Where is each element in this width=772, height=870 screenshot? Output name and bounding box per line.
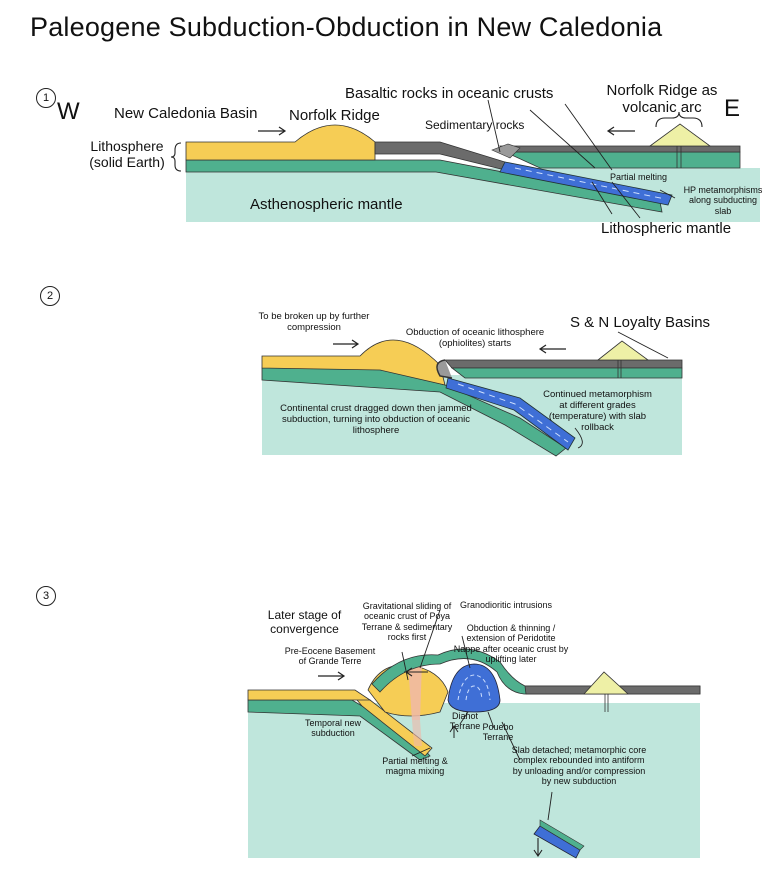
norfolk-ridge-label: Norfolk Ridge — [289, 107, 380, 124]
obduction-thinning-label: Obduction & thinning / extension of Peri… — [453, 623, 569, 665]
east-plate-2-mantle — [450, 367, 683, 379]
brace-lithosphere — [170, 142, 182, 172]
slab-detached-label: Slab detached; metamorphic core complex … — [511, 745, 647, 787]
continental-crust-2 — [261, 339, 446, 386]
new-caledonia-basin-label: New Caledonia Basin — [114, 105, 258, 122]
stage-3-number: 3 — [36, 586, 56, 606]
stage-1-number: 1 — [36, 88, 56, 108]
lithosphere-label: Lithosphere (solid Earth) — [89, 138, 165, 171]
asthenospheric-mantle-label: Asthenospheric mantle — [250, 196, 403, 213]
partial-melting-label: Partial melting — [610, 172, 668, 182]
continued-metamorphism-label: Continued metamorphism at different grad… — [543, 389, 652, 433]
mantle-2 — [262, 375, 682, 455]
pointer-lines-2 — [574, 331, 669, 449]
volcanic-arc-3 — [583, 671, 630, 695]
slab-dashes — [514, 167, 666, 200]
detached-slab-rim — [539, 819, 585, 851]
diagram-title: Paleogene Subduction-Obduction in New Ca… — [30, 12, 663, 42]
to-be-broken-label: To be broken up by further compression — [258, 311, 370, 333]
arrow-right-3 — [318, 671, 346, 681]
arrow-down-3 — [533, 838, 543, 857]
east-plate-2-crust — [444, 359, 683, 369]
arc-feeder — [676, 146, 682, 168]
east-plate-mantle — [504, 151, 741, 169]
stage-2-number: 2 — [40, 286, 60, 306]
continental-crust-3 — [247, 689, 372, 701]
granodioritic-label: Granodioritic intrusions — [460, 600, 553, 610]
arrow-up-3 — [449, 725, 459, 738]
metamorphic-dome — [447, 663, 501, 713]
arc-3-feeder — [604, 694, 609, 712]
arrow-left-3 — [405, 667, 428, 677]
lithospheric-mantle-label: Lithospheric mantle — [601, 220, 732, 237]
sedimentary-rocks-label: Sedimentary rocks — [425, 118, 525, 132]
temporal-subduction-label: Temporal new subduction — [304, 718, 362, 739]
slab-2-dashes — [457, 383, 569, 443]
arrow-left-2 — [538, 344, 566, 354]
pouebo-terrane-label: Pouebo Terrane — [482, 722, 514, 743]
continental-crust — [185, 124, 376, 161]
slab-2 — [445, 377, 576, 451]
stage-3-section — [247, 609, 701, 859]
arrow-right-1 — [258, 126, 287, 136]
continental-crust-label: Continental crust dragged down then jamm… — [280, 403, 472, 436]
diahot-terrane-label: Diahot Terrane — [449, 711, 481, 732]
partial-melting-mixing-label: Partial melting & magma mixing — [382, 756, 448, 777]
norfolk-ridge-arc-label: Norfolk Ridge as volcanic arc — [606, 82, 718, 117]
obduction-starts-label: Obduction of oceanic lithosphere (ophiol… — [405, 327, 545, 349]
stage-2-section — [261, 331, 683, 457]
east-plate-crust — [499, 145, 741, 153]
arc-2-feeder — [617, 360, 622, 378]
dome-dashes — [457, 674, 491, 701]
arrow-left-1 — [606, 126, 635, 136]
arrow-right-2 — [333, 339, 360, 349]
asthenospheric-mantle — [186, 168, 760, 222]
obduction-hook-2 — [436, 359, 453, 379]
loyalty-basins-label: S & N Loyalty Basins — [570, 314, 711, 331]
pointer-lines-1 — [487, 99, 676, 219]
volcanic-arc — [648, 123, 712, 147]
stage-1-section — [170, 99, 760, 222]
west-label: W — [57, 98, 80, 125]
brace-arc — [655, 111, 703, 128]
pre-eocene-label: Pre-Eocene Basement of Grande Terre — [284, 646, 376, 667]
basaltic-rocks-label: Basaltic rocks in oceanic crusts — [345, 85, 554, 102]
mantle-3 — [248, 703, 700, 858]
gravitational-sliding-label: Gravitational sliding of oceanic crust o… — [361, 601, 453, 643]
lithospheric-mantle-west — [185, 159, 663, 213]
melt-column — [412, 720, 422, 746]
subducting-slab — [499, 161, 673, 206]
volcanic-arc-2 — [596, 340, 650, 361]
east-label: E — [724, 95, 741, 122]
later-stage-label: Later stage of convergence — [267, 608, 342, 636]
hp-metamorphism-label: HP metamorphisms along subducting slab — [683, 185, 763, 216]
granodiorite-intrusion — [408, 662, 422, 720]
